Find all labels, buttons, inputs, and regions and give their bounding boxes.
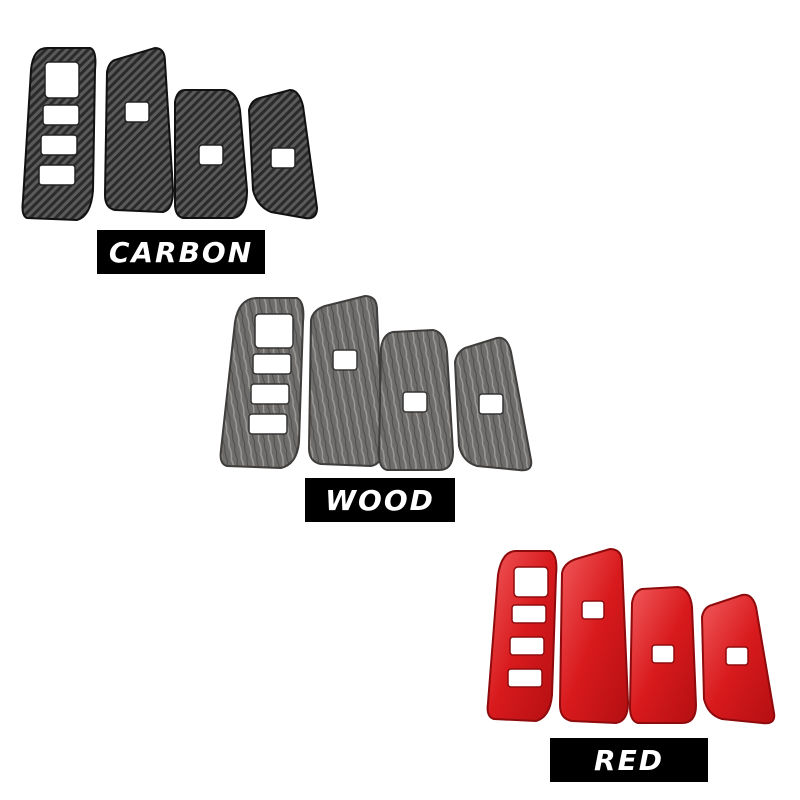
- red-switch-slot: [581, 600, 605, 620]
- carbon-variant: CARBON: [15, 40, 325, 280]
- red-switch-slot: [725, 646, 749, 666]
- carbon-switch-slot: [40, 134, 78, 156]
- wood-switch-slot: [250, 383, 290, 405]
- carbon-trim-panels: [21, 46, 319, 222]
- carbon-label: CARBON: [97, 230, 265, 274]
- red-trim-panels: [486, 547, 776, 725]
- red-variant: RED: [480, 545, 780, 790]
- wood-panel-front-passenger: [307, 294, 385, 468]
- carbon-panel-front-passenger: [103, 46, 175, 214]
- carbon-switch-slot: [198, 144, 224, 166]
- red-label: RED: [550, 738, 708, 782]
- wood-switch-slot: [478, 393, 504, 415]
- red-switch-slot: [507, 668, 543, 688]
- wood-label: WOOD: [305, 478, 455, 522]
- wood-variant: WOOD: [215, 292, 540, 532]
- carbon-switch-slot: [42, 104, 80, 126]
- wood-trim-panels: [219, 294, 533, 472]
- wood-switch-slot: [332, 349, 358, 371]
- carbon-switch-slot: [124, 101, 150, 123]
- wood-switch-slot: [402, 391, 428, 413]
- red-panel-front-passenger: [558, 547, 630, 725]
- carbon-switch-slot: [270, 147, 296, 169]
- wood-switch-slot: [248, 413, 288, 435]
- red-switch-slot: [651, 644, 675, 664]
- carbon-switch-slot: [38, 164, 76, 186]
- red-switch-slot: [511, 604, 547, 624]
- red-switch-slot: [509, 636, 545, 656]
- wood-switch-slot: [252, 353, 292, 375]
